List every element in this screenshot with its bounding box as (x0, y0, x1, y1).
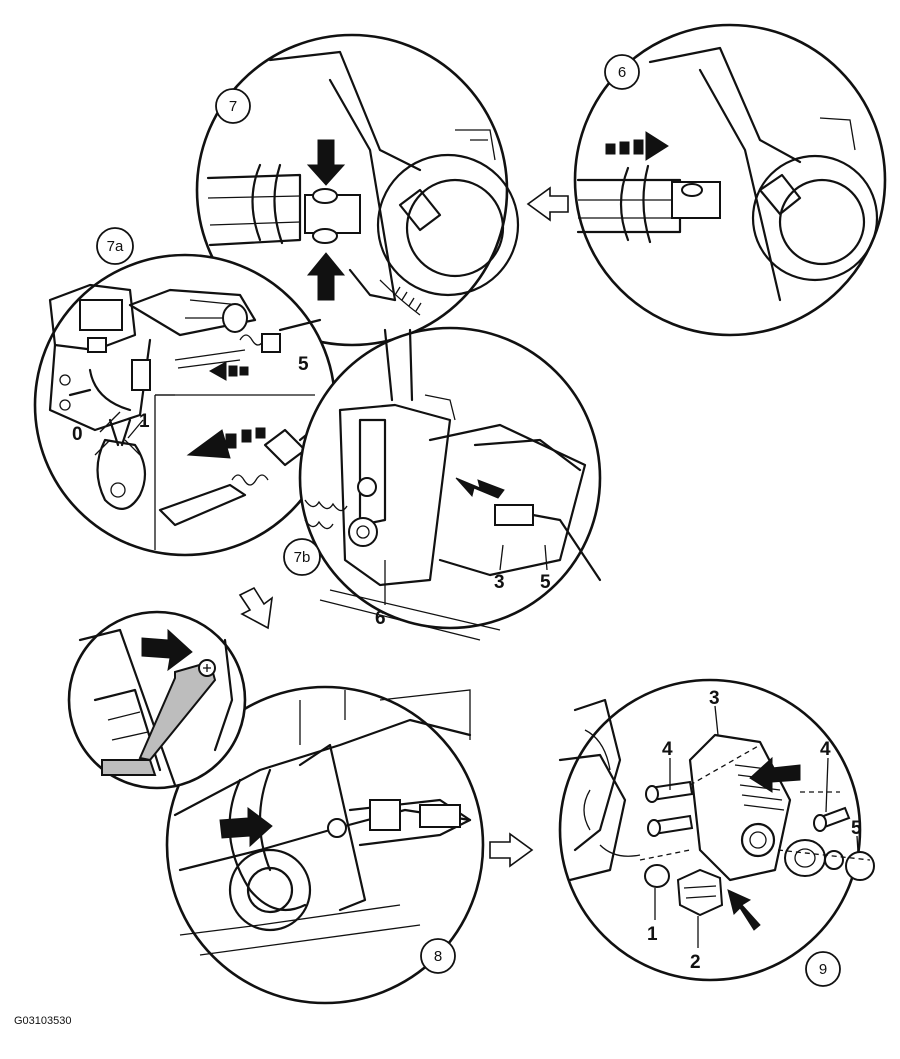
ignition-key (96, 438, 147, 510)
step-bubble-8: 8 (420, 938, 456, 974)
panel-7a-drawing (48, 283, 327, 550)
connector-3 (494, 504, 534, 526)
part-5 (845, 851, 875, 881)
panel-9 (558, 678, 875, 982)
svg-text:7a: 7a (107, 238, 124, 255)
callout-7b-3: 3 (494, 572, 505, 593)
panel-6-drawing (576, 46, 879, 302)
arrow-right-icon (141, 628, 193, 672)
flow-arrow-left-icon (526, 186, 569, 222)
arrow-right-icon (219, 807, 273, 848)
arrow-right-icon (455, 477, 505, 499)
callout-7a-0: 0 (72, 424, 83, 445)
panel-7a (33, 253, 337, 557)
step-bubble-9: 9 (805, 951, 841, 987)
step-bubble-7: 7 (215, 88, 251, 124)
callout-9-4-right: 4 (820, 739, 831, 760)
part-2 (676, 868, 724, 917)
svg-text:6: 6 (618, 64, 626, 81)
dashed-arrow-right-icon (605, 131, 669, 161)
svg-text:9: 9 (819, 961, 827, 978)
flow-arrow-down-icon (238, 586, 274, 630)
clamp-bolt-bottom (312, 228, 338, 244)
callout-7a-5: 5 (298, 354, 309, 375)
callout-9-4-left: 4 (662, 739, 673, 760)
arrow-left-icon (749, 756, 801, 793)
callout-9-2: 2 (690, 952, 701, 973)
dashed-arrow-left-large-icon (186, 427, 266, 459)
callout-9-5: 5 (851, 818, 862, 839)
part-1 (644, 864, 670, 888)
callout-7b-6: 6 (375, 608, 386, 629)
arrow-down-icon (306, 139, 346, 186)
arrow-up-left-icon (727, 889, 761, 931)
step-bubble-6: 6 (604, 54, 640, 90)
panel-7b (298, 326, 602, 641)
panel-8 (165, 685, 485, 1005)
panel-9-drawing (558, 698, 875, 917)
panel-7-drawing (206, 50, 520, 316)
panel-7b-drawing (304, 328, 602, 641)
callout-7a-1: 1 (139, 411, 150, 432)
step-bubble-7b: 7b (283, 538, 321, 576)
panel-8-inset-drawing (78, 628, 234, 787)
roller (348, 517, 378, 547)
panel-6 (573, 23, 887, 337)
panel-7 (195, 33, 520, 347)
flow-arrow-right-icon (489, 832, 534, 868)
svg-text:7b: 7b (294, 549, 311, 566)
figure-code: G03103530 (14, 1015, 72, 1027)
arrow-up-icon (306, 252, 346, 301)
step-bubble-7a: 7a (96, 227, 134, 265)
dashed-arrow-left-icon (208, 361, 249, 381)
panel-8-inset (67, 610, 247, 790)
panel-8-drawing (173, 689, 472, 956)
callout-9-3: 3 (709, 688, 720, 709)
svg-text:8: 8 (434, 948, 442, 965)
svg-text:7: 7 (229, 98, 237, 115)
clamp-bolt-top (312, 188, 338, 204)
lock-housing-3 (688, 733, 792, 882)
callout-9-1: 1 (647, 924, 658, 945)
callout-7b-5: 5 (540, 572, 551, 593)
